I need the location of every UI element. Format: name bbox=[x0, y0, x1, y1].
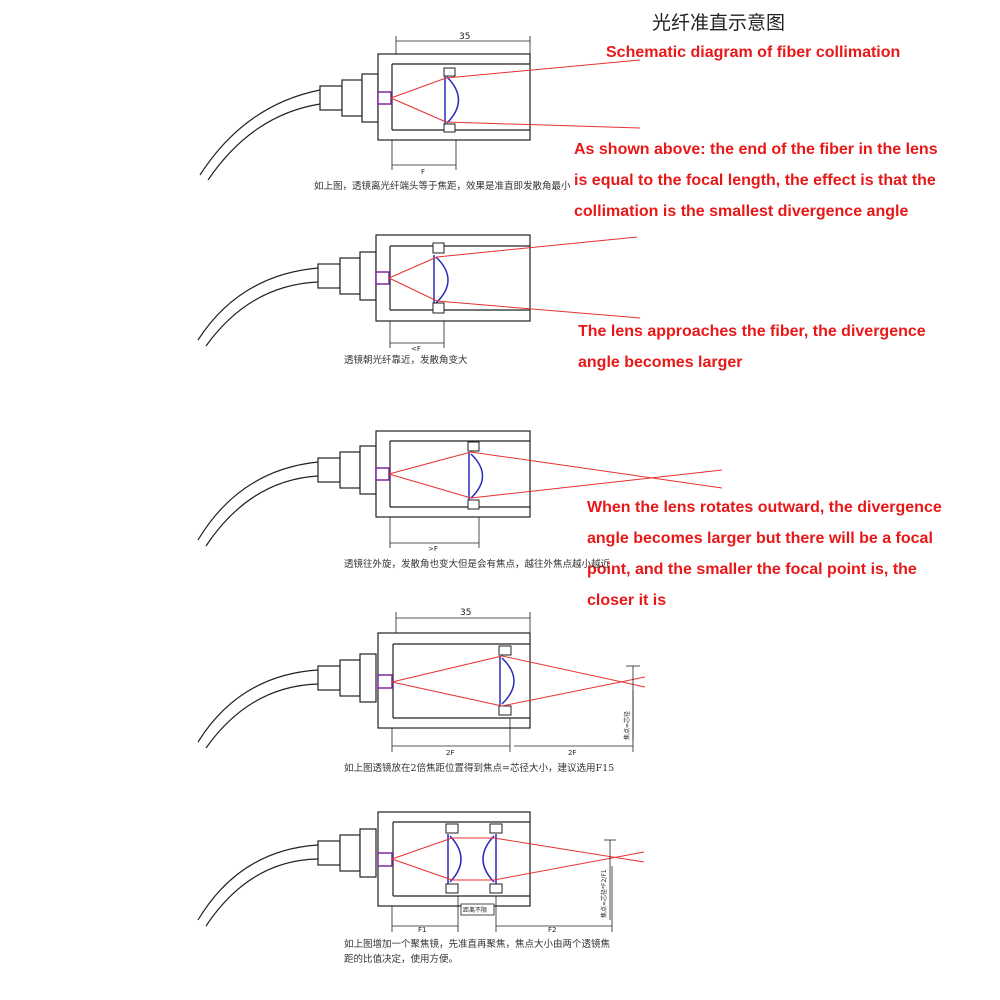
annotation-lens-outward: When the lens rotates outward, the diver… bbox=[587, 499, 942, 609]
fiber-cable bbox=[197, 844, 319, 927]
dimension-focal-core: 焦点=芯径 bbox=[623, 711, 631, 740]
lens bbox=[498, 645, 515, 716]
dimension-f: F bbox=[421, 168, 425, 176]
beam bbox=[388, 451, 723, 499]
dimension-focal-ratio: 焦点=芯径*F2/F1 bbox=[600, 869, 608, 918]
focusing-lens bbox=[482, 823, 503, 894]
panel-1-focal-length: 35 F bbox=[199, 32, 641, 181]
fiber-cable bbox=[199, 89, 321, 181]
caption-panel-3: 透镜往外旋，发散角也变大但是会有焦点，越往外焦点越小越近 bbox=[344, 559, 611, 570]
lens bbox=[432, 242, 449, 314]
fiber-tip bbox=[375, 271, 390, 285]
dimension-lines bbox=[391, 612, 640, 752]
panel-4-double-focal: 35 2F 2F 焦点=芯径 bbox=[197, 608, 646, 757]
fiber-tip bbox=[377, 674, 393, 689]
fiber-connector bbox=[317, 828, 377, 878]
fiber-connector bbox=[317, 653, 377, 703]
dimension-35: 35 bbox=[459, 32, 470, 42]
beam bbox=[391, 837, 645, 881]
fiber-connector bbox=[317, 445, 377, 495]
dimension-lines bbox=[389, 321, 445, 348]
dimension-less-than-f: <F bbox=[411, 345, 421, 353]
fiber-connector bbox=[319, 73, 379, 123]
dimension-lines bbox=[391, 36, 531, 170]
dimension-f1: F1 bbox=[418, 926, 426, 934]
fiber-cable bbox=[197, 461, 319, 547]
fiber-cable bbox=[197, 669, 319, 749]
beam bbox=[391, 655, 646, 707]
dimension-f2: F2 bbox=[548, 926, 556, 934]
fiber-cable bbox=[197, 267, 319, 347]
caption-panel-1: 如上图，透镜离光纤端头等于焦距，效果是准直即发散角最小 bbox=[314, 181, 571, 192]
annotation-lens-closer: The lens approaches the fiber, the diver… bbox=[578, 323, 926, 371]
page-title-chinese: 光纤准直示意图 bbox=[652, 12, 786, 34]
collimator-housing bbox=[375, 430, 531, 518]
collimating-lens bbox=[445, 823, 462, 894]
panel-2-lens-closer: <F bbox=[197, 234, 641, 353]
lens bbox=[467, 441, 484, 510]
dimension-2f-left: 2F bbox=[446, 749, 454, 757]
fiber-tip bbox=[377, 91, 392, 105]
lens bbox=[443, 67, 460, 133]
caption-panel-2: 透镜朝光纤靠近，发散角变大 bbox=[344, 355, 468, 366]
page-title-english: Schematic diagram of fiber collimation bbox=[606, 44, 901, 61]
panel-5-two-lens: 距离不限 F1 F2 焦点=芯径*F2/F1 bbox=[197, 811, 645, 934]
beam bbox=[390, 59, 641, 129]
dimension-35: 35 bbox=[460, 608, 471, 618]
fiber-connector bbox=[317, 251, 377, 301]
beam bbox=[388, 236, 641, 319]
dimension-lines bbox=[389, 517, 480, 548]
caption-panel-5: 如上图增加一个聚焦镜，先准直再聚焦，焦点大小由两个透镜焦 距的比值决定，使用方便… bbox=[344, 939, 611, 965]
dimension-2f-right: 2F bbox=[568, 749, 576, 757]
distance-unlimited-box bbox=[460, 903, 495, 916]
annotation-focal-length: As shown above: the end of the fiber in … bbox=[574, 141, 938, 220]
fiber-tip bbox=[375, 467, 390, 481]
collimator-housing bbox=[375, 234, 531, 322]
panel-3-lens-outward: >F bbox=[197, 430, 723, 553]
dimension-distance-unlimited: 距离不限 bbox=[463, 906, 487, 914]
caption-panel-4: 如上图透镜放在2倍焦距位置得到焦点=芯径大小，建议选用F15 bbox=[344, 763, 615, 774]
fiber-tip bbox=[377, 852, 393, 867]
dimension-greater-than-f: >F bbox=[428, 545, 438, 553]
dimension-lines bbox=[391, 839, 616, 932]
